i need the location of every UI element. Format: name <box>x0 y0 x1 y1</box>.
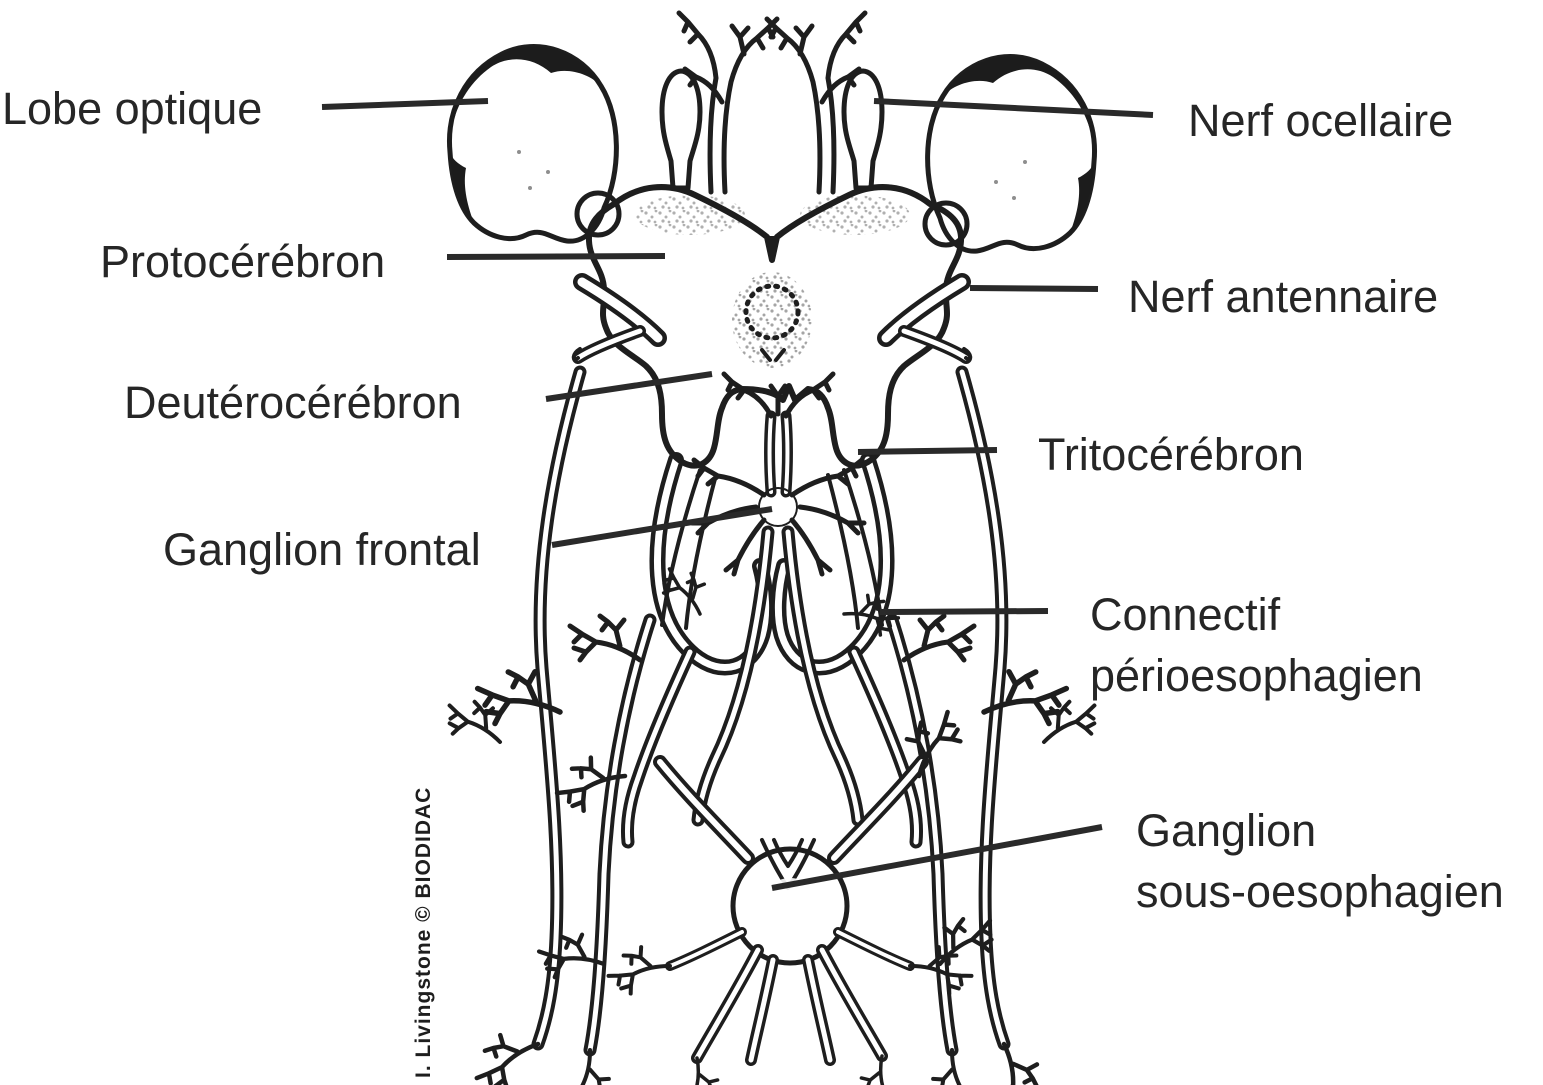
leader-protocerebron <box>446 253 666 260</box>
label-ganglion-sous-oesophagien: Ganglion sous-oesophagien <box>1136 805 1504 918</box>
ocellar-nerve-right <box>767 13 882 192</box>
frontal-ganglion <box>689 457 867 577</box>
antennal-nerve-left <box>571 282 658 359</box>
credit-text: I. Livingstone © BIODIDAC <box>412 786 435 1078</box>
leader-connectif <box>879 608 1049 615</box>
label-lobe-optique: Lobe optique <box>2 83 263 134</box>
recurrent-nerve <box>721 371 836 492</box>
antennal-nerve-right <box>886 282 973 359</box>
leader-lobe-optique <box>321 98 489 110</box>
label-nerf-antennaire: Nerf antennaire <box>1128 271 1439 322</box>
label-ganglion-frontal: Ganglion frontal <box>163 524 481 575</box>
label-nerf-ocellaire: Nerf ocellaire <box>1188 95 1454 146</box>
optic-lobe-right <box>925 57 1095 252</box>
leader-nerf-antennaire <box>969 285 1099 292</box>
label-connectif-perioesophagien: Connectif périoesophagien <box>1090 589 1423 702</box>
leader-nerf-ocellaire <box>873 98 1154 118</box>
optic-lobe-left <box>449 47 619 242</box>
subesophageal-ganglion <box>660 762 922 1060</box>
central-body <box>743 283 801 362</box>
leader-tritocerebron <box>857 447 998 455</box>
ocellar-nerve-left <box>662 13 777 192</box>
leader-deuterocerebron <box>545 371 713 402</box>
leader-ganglion-frontal <box>551 506 773 548</box>
label-tritocerebron: Tritocérébron <box>1038 429 1304 480</box>
label-deuterocerebron: Deutérocérébron <box>124 377 462 428</box>
leader-ganglion-sous-oesophagien <box>771 824 1103 891</box>
label-protocerebron: Protocérébron <box>100 236 386 287</box>
circumesophageal-connective-left <box>627 460 765 842</box>
